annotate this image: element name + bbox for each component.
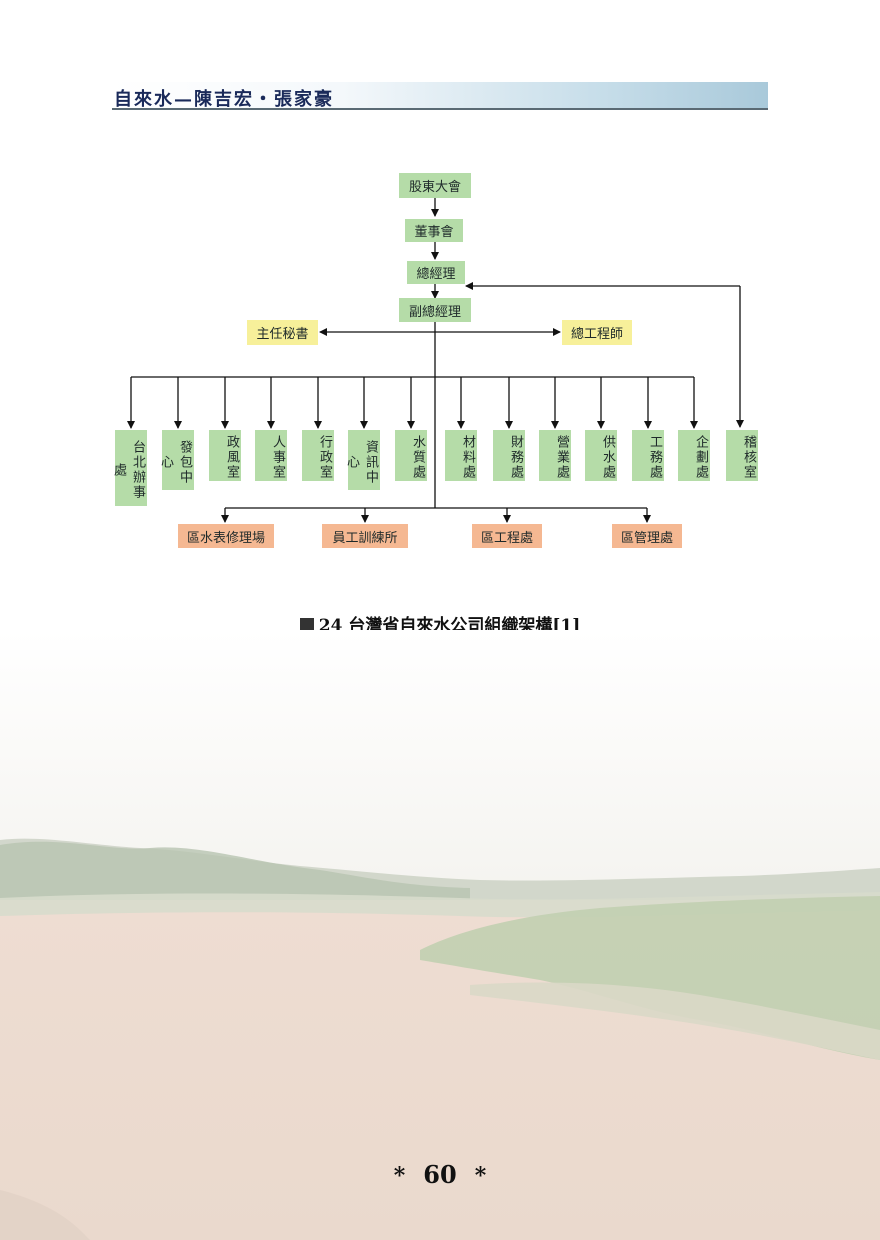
page-number: * 60 * bbox=[0, 1160, 880, 1189]
node-department-0: 台北辦事處 bbox=[111, 430, 147, 506]
node-department-12: 企劃處 bbox=[678, 430, 710, 481]
page-number-star-left: * bbox=[393, 1163, 406, 1189]
node-chief-secretary: 主任秘書 bbox=[247, 320, 318, 345]
header-band bbox=[112, 82, 768, 108]
node-department-8: 財務處 bbox=[493, 430, 525, 481]
node-subunit-training: 員工訓練所 bbox=[322, 524, 408, 548]
node-audit: 稽核室 bbox=[726, 430, 758, 481]
node-department-9: 營業處 bbox=[539, 430, 571, 481]
page-number-value: 60 bbox=[423, 1160, 457, 1189]
page-number-star-right: * bbox=[474, 1163, 487, 1189]
node-department-5: 資訊中心 bbox=[344, 430, 380, 490]
node-subunit-management: 區管理處 bbox=[612, 524, 682, 548]
river-landscape-image bbox=[0, 630, 880, 1240]
node-shareholders: 股東大會 bbox=[399, 173, 471, 198]
node-board: 董事會 bbox=[405, 219, 463, 242]
node-department-1: 發包中心 bbox=[158, 430, 194, 490]
org-chart: 股東大會 董事會 總經理 副總經理 主任秘書 總工程師 台北辦事處發包中心政風室… bbox=[0, 0, 880, 600]
subunit-drops bbox=[221, 508, 651, 523]
node-general-manager: 總經理 bbox=[407, 261, 465, 284]
header-title: 自來水—陳吉宏‧張家豪 bbox=[114, 89, 334, 110]
node-subunit-engineering: 區工程處 bbox=[472, 524, 542, 548]
header-rule bbox=[112, 108, 768, 110]
node-subunit-meter-repair: 區水表修理場 bbox=[178, 524, 274, 548]
department-drops bbox=[127, 377, 698, 429]
node-department-4: 行政室 bbox=[302, 430, 334, 481]
node-vice-gm: 副總經理 bbox=[399, 298, 471, 322]
node-chief-engineer: 總工程師 bbox=[562, 320, 632, 345]
node-department-10: 供水處 bbox=[585, 430, 617, 481]
node-department-3: 人事室 bbox=[255, 430, 287, 481]
figure-icon bbox=[299, 618, 314, 632]
org-chart-connectors bbox=[127, 198, 744, 523]
node-department-11: 工務處 bbox=[632, 430, 664, 481]
node-department-2: 政風室 bbox=[209, 430, 241, 481]
node-department-6: 水質處 bbox=[395, 430, 427, 481]
node-department-7: 材料處 bbox=[445, 430, 477, 481]
